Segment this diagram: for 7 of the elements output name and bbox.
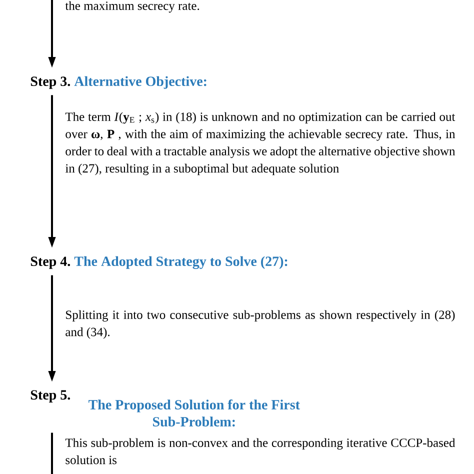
step-heading: Step 5. The Proposed Solution for the First Sub-Problem: — [30, 390, 300, 427]
paragraph-text: the maximum secrecy rate. — [65, 1, 200, 13]
paragraph-text: Splitting it into two consecutive sub-problems as shown respectively in (28) and (34). — [66, 310, 455, 339]
step-heading: Step 3. Alternative Objective: — [30, 76, 206, 89]
step-heading: Step 4. The Adopted Strategy to Solve (27): — [30, 256, 288, 269]
paragraph-text: The term I(y$_{E}$ ; x$_{s}$) in (18) is unknown and no optimization can be carried out over ω, P , with the aim of maximizing the achievable secrecy rate. Thus, in order to deal with a tractable analysis we adopt the alternative objective shown in (27), resulting in a suboptimal but adequate solution — [65, 112, 456, 176]
paragraph-text: This sub-problem is non-convex and the corresponding iterative CCCP-based solution is — [65, 438, 456, 464]
